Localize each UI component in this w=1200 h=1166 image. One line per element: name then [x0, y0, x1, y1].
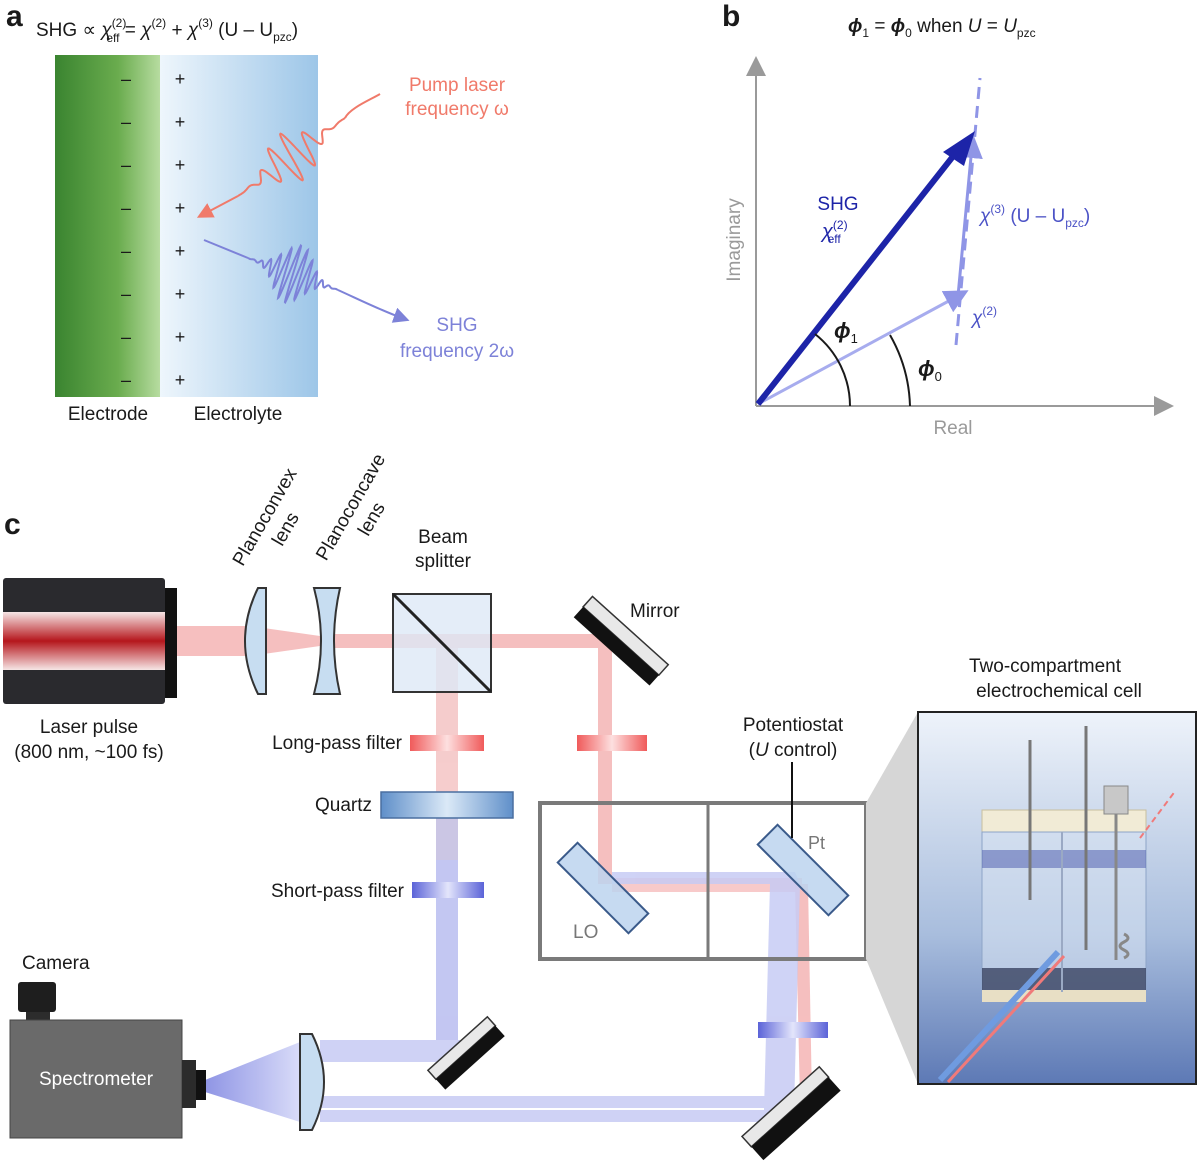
quartz-plate — [380, 791, 514, 819]
charge-layer: – + – + – + – + – + – + – + – + — [121, 69, 185, 390]
chi-eff-label: χ(2)eff — [820, 218, 848, 246]
real-axis-label: Real — [933, 418, 972, 439]
camera-body — [18, 982, 56, 1012]
chi3-vector — [956, 134, 983, 297]
laser-label-line2: (800 nm, ~100 fs) — [14, 742, 163, 763]
short-pass-label: Short-pass filter — [271, 881, 405, 902]
electrode-region — [55, 55, 160, 397]
potentiostat-label-line2: (U control) — [749, 740, 838, 761]
long-pass-filter-2 — [577, 735, 647, 751]
blue-beam-path — [205, 800, 800, 1122]
positive-charge: + — [175, 69, 186, 89]
chi2-vector — [757, 290, 969, 406]
shg-vector — [755, 148, 961, 406]
camera-mount — [26, 1012, 50, 1022]
cell-label-line1: Two-compartment — [969, 656, 1122, 677]
pt-label: Pt — [808, 833, 825, 853]
lo-plate — [556, 841, 650, 935]
phi0-arc — [889, 334, 911, 407]
chi2-label: χ(2) — [970, 304, 997, 329]
chi3-label: χ(3) (U – Upzc) — [978, 202, 1090, 230]
planoconcave-lens — [312, 587, 342, 695]
phi1-label: ϕ1 — [834, 318, 858, 346]
electrolyte-region — [160, 55, 318, 397]
shg-vector-head — [943, 131, 975, 166]
negative-charge: – — [121, 155, 131, 175]
mirror-label: Mirror — [630, 601, 680, 622]
return-filter — [758, 1022, 828, 1038]
positive-charge: + — [175, 370, 186, 390]
shg-wave — [247, 243, 339, 305]
short-pass-filter — [412, 882, 484, 898]
spectrometer-label: Spectrometer — [39, 1069, 154, 1090]
focusing-lens — [299, 1033, 325, 1131]
mirror-top — [573, 595, 670, 686]
planoconvex-label: Planoconvex lens — [229, 464, 304, 569]
pt-electrode — [756, 823, 850, 917]
beam-splitter-label-line1: Beam — [418, 527, 468, 548]
pump-label-line2: frequency ω — [405, 99, 509, 120]
shg-label-line1: SHG — [436, 315, 477, 336]
phi1-arc — [814, 333, 851, 407]
panel-label-b: b — [722, 0, 740, 33]
negative-charge: – — [121, 241, 131, 261]
electrode-label: Electrode — [68, 404, 148, 425]
pump-arrow — [196, 195, 239, 218]
zoom-wedge — [866, 712, 918, 1084]
camera-label: Camera — [22, 953, 90, 974]
electrochemical-cell-inset — [917, 711, 1197, 1085]
potential-dashed-line — [954, 77, 982, 346]
mirror-bottom-left — [426, 1015, 505, 1090]
positive-charge: + — [175, 155, 186, 175]
spectrometer-port — [182, 1060, 196, 1108]
laser-label-line1: Laser pulse — [40, 717, 138, 738]
shg-label-line2: frequency 2ω — [400, 341, 514, 362]
shg-arrow — [337, 289, 410, 323]
lo-label: LO — [573, 922, 598, 943]
positive-charge: + — [175, 112, 186, 132]
negative-charge: – — [121, 370, 131, 390]
phi0-label: ϕ0 — [918, 356, 942, 384]
shg-vector-label: SHG — [817, 194, 858, 215]
panel-b: b ϕ1 = ϕ0 when U = Upzc Real Imaginary ϕ… — [722, 0, 1174, 439]
potentiostat-label-line1: Potentiostat — [743, 715, 844, 736]
beam-splitter-diagonal — [391, 592, 493, 694]
panel-label-a: a — [6, 0, 23, 33]
imaginary-axis-label: Imaginary — [724, 198, 745, 282]
long-pass-label: Long-pass filter — [272, 733, 403, 754]
panel-label-c: c — [4, 508, 21, 541]
panel-c: c Laser pulse (800 nm, ~100 fs) — [3, 450, 1197, 1161]
mirror-bottom-right — [740, 1065, 841, 1161]
pump-label-line1: Pump laser — [409, 75, 506, 96]
positive-charge: + — [175, 327, 186, 347]
positive-charge: + — [175, 284, 186, 304]
spectrometer-body — [9, 1019, 183, 1139]
pump-beam-tail — [344, 93, 381, 119]
shg-beam-head — [203, 239, 249, 259]
negative-charge: – — [121, 112, 131, 132]
electrolyte-label: Electrolyte — [194, 404, 283, 425]
negative-charge: – — [121, 284, 131, 304]
pump-wave — [237, 117, 346, 197]
negative-charge: – — [121, 327, 131, 347]
long-pass-filter — [410, 735, 484, 751]
planoconvex-lens — [244, 587, 267, 695]
positive-charge: + — [175, 241, 186, 261]
laser-source — [3, 578, 177, 704]
panel-b-title: ϕ1 = ϕ0 when U = Upzc — [848, 16, 1036, 40]
quartz-label: Quartz — [315, 795, 372, 816]
panel-a-equation: SHG ∝ χ(2)eff = χ(2) + χ(3) (U – Upzc) — [36, 16, 298, 45]
negative-charge: – — [121, 69, 131, 89]
planoconcave-label: Planoconcave lens — [312, 450, 390, 564]
positive-charge: + — [175, 198, 186, 218]
spectrometer-slit — [196, 1070, 206, 1100]
negative-charge: – — [121, 198, 131, 218]
beam-splitter-label-line2: splitter — [415, 551, 472, 572]
panel-a: a SHG ∝ χ(2)eff = χ(2) + χ(3) (U – Upzc)… — [6, 0, 514, 425]
cell-label-line2: electrochemical cell — [976, 681, 1142, 702]
